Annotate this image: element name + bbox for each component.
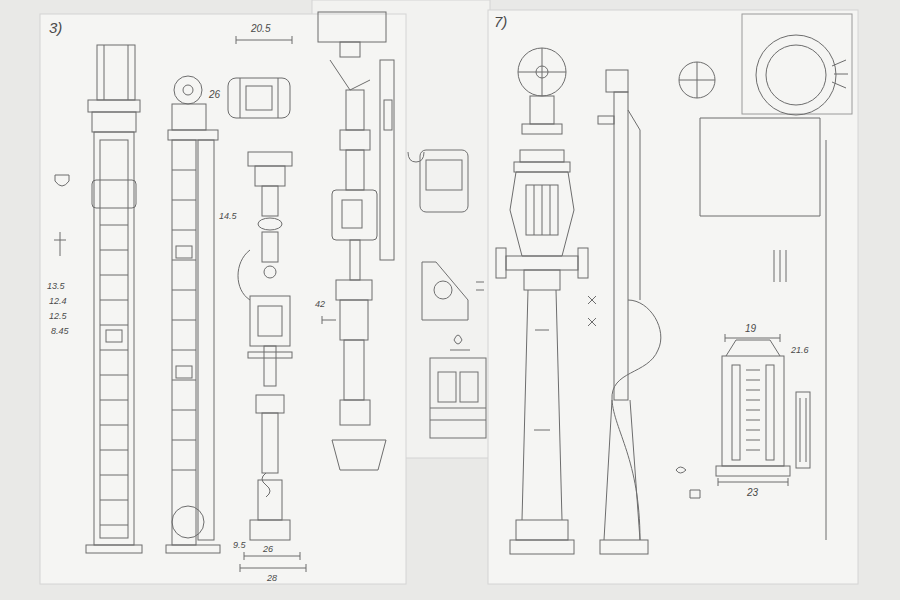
dimension-label: 7) [493,14,508,29]
dimension-label: 26 [208,90,221,100]
right-sheet [488,10,858,584]
dimension-label: 23 [746,488,759,498]
dimension-label: 12.4 [48,297,68,306]
dimension-label: 42 [314,300,326,309]
dimension-label: 21.6 [790,346,810,355]
dimension-label: 9.5 [232,541,247,550]
dimension-label: 19 [744,324,757,334]
left-sheet [40,12,406,584]
dimension-label: 20.5 [250,24,271,34]
dimension-label: 28 [266,574,278,583]
dimension-label: 14.5 [218,212,238,221]
dimension-label: 12.5 [48,312,68,321]
dimension-label: 13.5 [46,282,66,291]
dimension-label: 3) [48,20,63,35]
dimension-label: 26 [262,545,274,554]
dimension-label: 8.45 [50,327,70,336]
